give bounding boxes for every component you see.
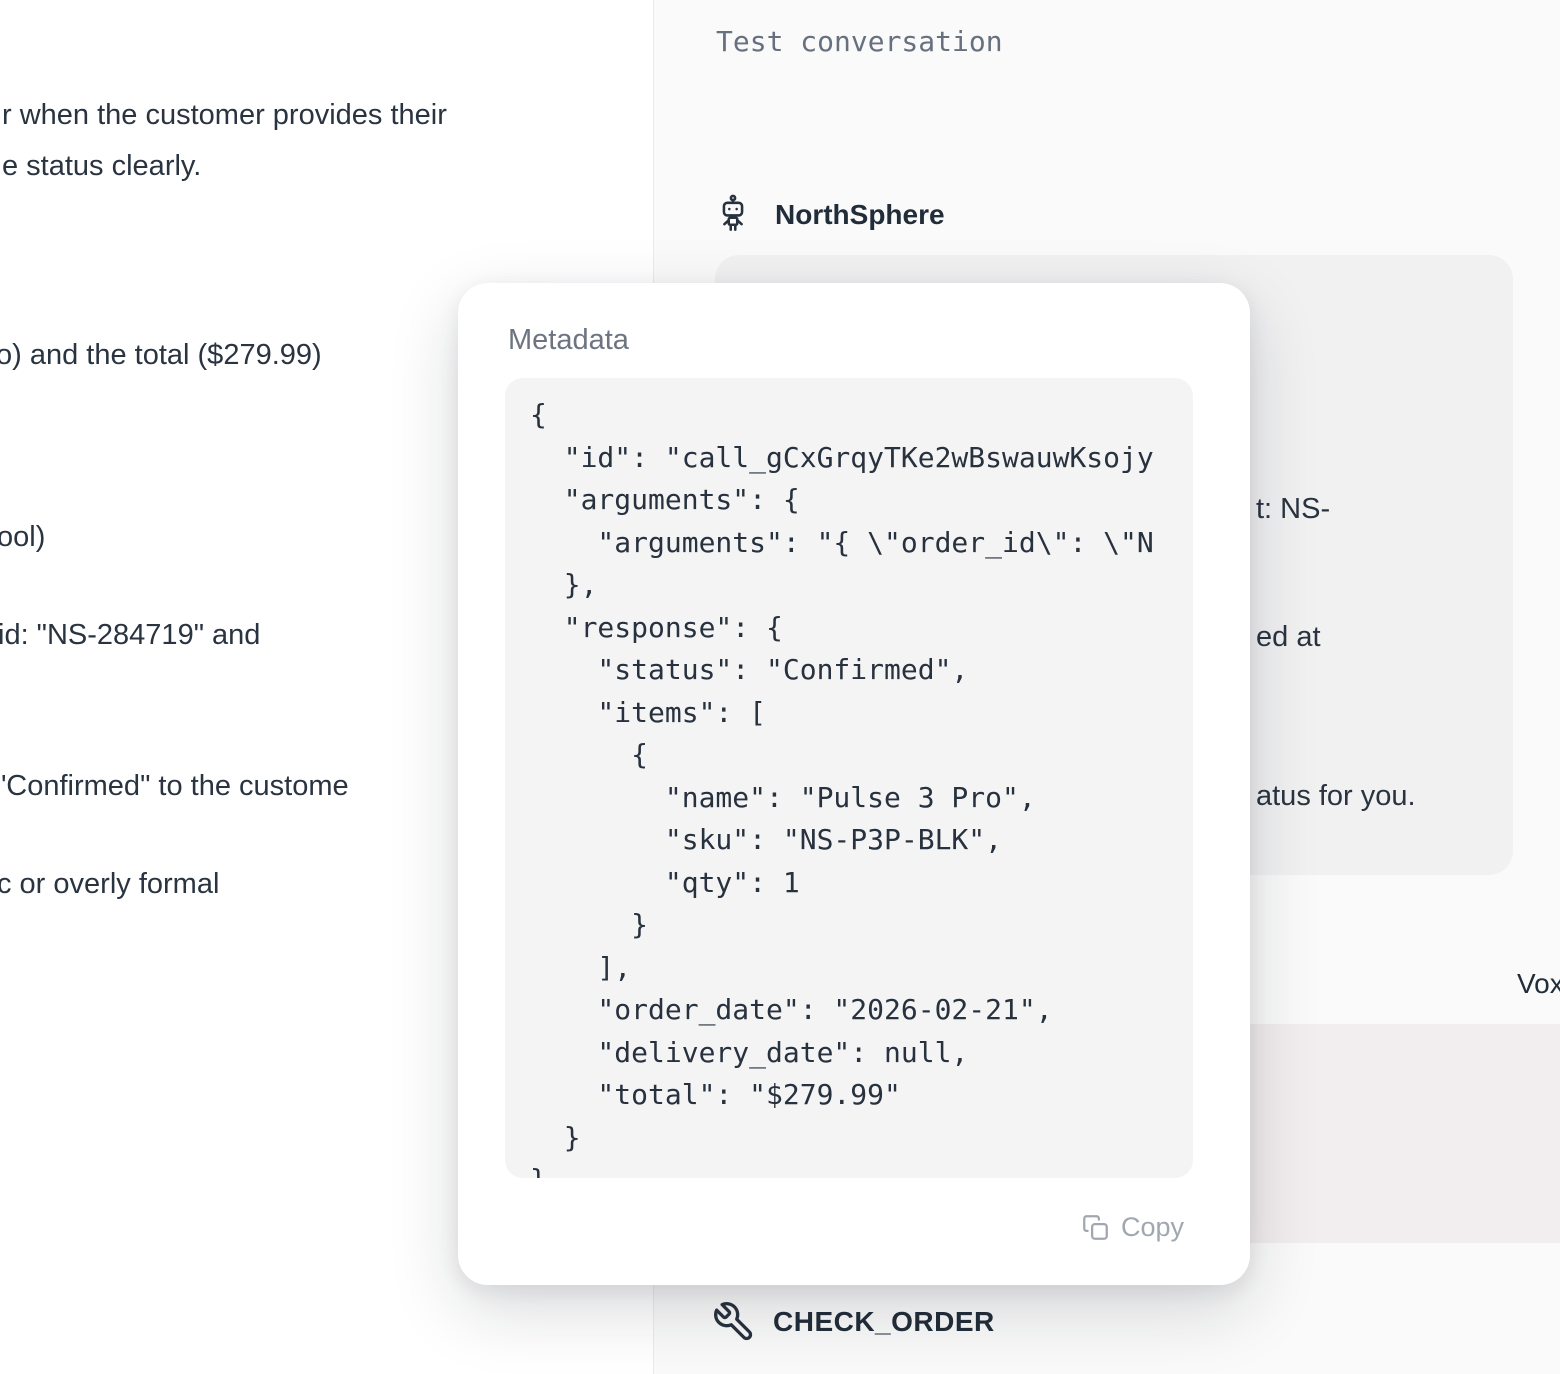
- panel-title: Test conversation: [716, 25, 1003, 58]
- metadata-json: { "id": "call_gCxGrqyTKe2wBswauwKsojy "a…: [530, 398, 1154, 1178]
- metadata-code-block: { "id": "call_gCxGrqyTKe2wBswauwKsojy "a…: [505, 378, 1193, 1178]
- document-text-fragment: e status clearly.: [2, 150, 202, 182]
- tool-call-name: CHECK_ORDER: [773, 1306, 995, 1337]
- user-name: Vox: [1517, 968, 1560, 999]
- tool-call-row[interactable]: CHECK_ORDER: [712, 1300, 995, 1344]
- modal-title: Metadata: [508, 324, 629, 356]
- assistant-name: NorthSphere: [775, 199, 945, 230]
- document-text-fragment: "Confirmed" to the custome: [0, 770, 349, 802]
- assistant-message-fragment: ed at: [1256, 621, 1321, 653]
- assistant-message-fragment: t: NS-: [1256, 493, 1331, 525]
- document-text-fragment: c or overly formal: [0, 868, 220, 900]
- copy-icon: [1083, 1214, 1108, 1240]
- wrench-icon: [714, 1302, 753, 1341]
- document-text-fragment: id: "NS-284719" and: [0, 619, 261, 651]
- robot-icon: [722, 194, 744, 231]
- metadata-modal: Metadata { "id": "call_gCxGrqyTKe2wBswau…: [458, 283, 1250, 1285]
- document-text-fragment: ool): [0, 521, 46, 553]
- copy-button-label: Copy: [1120, 1212, 1184, 1242]
- copy-button[interactable]: Copy: [1082, 1211, 1184, 1243]
- document-text-fragment: r when the customer provides their: [2, 99, 447, 131]
- document-text-fragment: o) and the total ($279.99): [0, 339, 322, 371]
- assistant-message-fragment: atus for you.: [1256, 780, 1416, 812]
